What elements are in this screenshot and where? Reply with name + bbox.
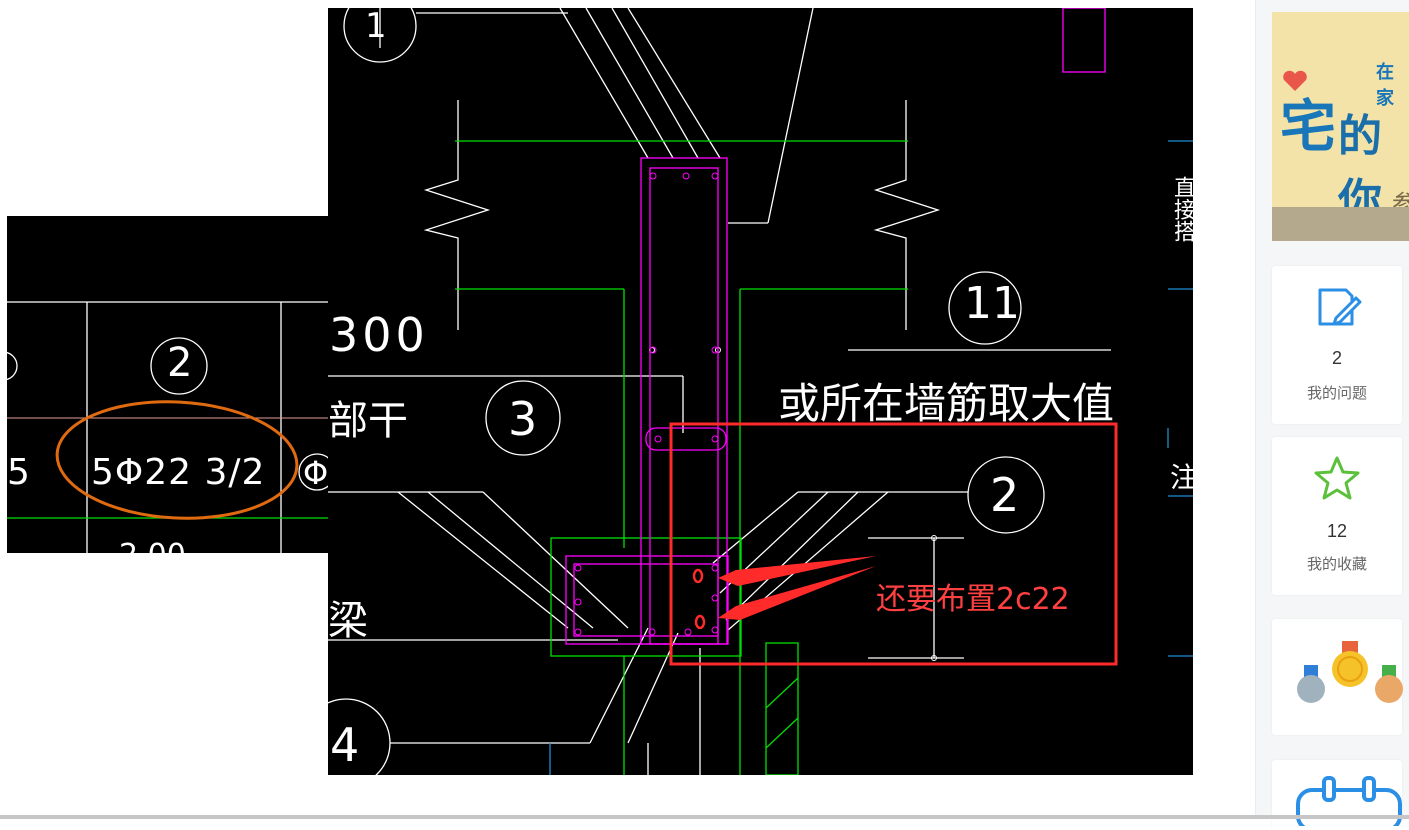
- inset-left-fragment: 5: [7, 452, 30, 493]
- partial-label-text: 部干: [328, 398, 408, 444]
- cad-drawing-inset: 2 5Φ22 3/2 5 Φ 2 00: [7, 216, 328, 553]
- marker-11: 11: [964, 278, 1020, 329]
- content-area: 300 部干 梁 或所在墙筋取大值 1 11 3 2 4 直接搭 注 还要布置2…: [7, 8, 1193, 775]
- calendar-icon: [1296, 776, 1402, 826]
- medals-icon: [1297, 641, 1403, 703]
- edit-icon: [1318, 288, 1362, 326]
- marker-3: 3: [508, 392, 538, 446]
- rebar-callout: 还要布置2c22: [876, 582, 1070, 617]
- heart-icon: [1283, 70, 1307, 91]
- banner-strip: [1272, 207, 1409, 241]
- inset-marker-2: 2: [167, 340, 193, 386]
- cad-drawing-main: 300 部干 梁 或所在墙筋取大值 1 11 3 2 4 直接搭 注: [328, 8, 1193, 775]
- cad-inset-svg: [7, 301, 328, 553]
- marker-1: 1: [365, 8, 387, 46]
- wall-rebar-note: 或所在墙筋取大值: [778, 379, 1115, 428]
- partial-dimension-text: 300: [329, 308, 429, 362]
- my-questions-card[interactable]: 2 我的问题: [1272, 266, 1402, 424]
- cad-drawing-svg: [328, 8, 1193, 775]
- calendar-card[interactable]: [1272, 760, 1402, 830]
- right-sidebar: 在家 宅 的你 参 2 我的问题 12 我的收藏: [1255, 0, 1409, 830]
- ranking-card[interactable]: [1272, 619, 1403, 735]
- questions-label: 我的问题: [1306, 385, 1367, 402]
- rebar-spec-text: 5Φ22 3/2: [91, 452, 266, 493]
- favorites-label: 我的收藏: [1306, 556, 1367, 573]
- side-note-text: 注: [1170, 461, 1193, 494]
- marker-2: 2: [990, 468, 1020, 522]
- my-favorites-card[interactable]: 12 我的收藏: [1272, 437, 1402, 595]
- inset-right-fragment: Φ: [303, 454, 328, 492]
- promo-banner[interactable]: 在家 宅 的你 参: [1272, 12, 1409, 241]
- favorites-count: 12: [1326, 521, 1348, 541]
- banner-headline: 宅: [1280, 95, 1336, 158]
- questions-count: 2: [1331, 348, 1342, 368]
- banner-tag: 在家: [1376, 62, 1394, 108]
- side-vertical-text: 直接搭: [1170, 176, 1193, 242]
- bottom-divider: [0, 815, 1409, 819]
- inset-bottom-fragment: 2 00: [119, 538, 186, 553]
- star-icon: [1314, 456, 1360, 500]
- partial-beam-text: 梁: [328, 598, 368, 644]
- marker-4: 4: [330, 718, 360, 772]
